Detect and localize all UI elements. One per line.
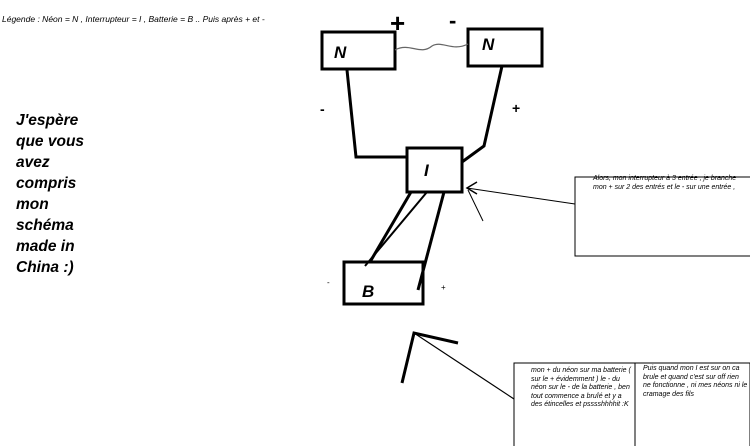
- legend: Légende : Néon = N , Interrupteur = I , …: [2, 14, 265, 24]
- neon-right-box: [466, 27, 544, 68]
- switch-arrow-shaft: [466, 187, 576, 205]
- wire-neon-right-switch: [461, 65, 504, 164]
- switch-arrow-shaft-2: [467, 189, 484, 222]
- neon-left-label: N: [334, 43, 347, 62]
- top-minus-sign: -: [449, 8, 457, 33]
- wire-switch-battery-2: [364, 191, 428, 267]
- right-plus-sign: +: [512, 100, 521, 116]
- switch-label: I: [424, 161, 429, 180]
- callout-switch-text: Alors, mon interrupteur à 3 entrée , je …: [593, 175, 737, 191]
- callout-bottom-box: [513, 362, 750, 446]
- switch-box: [405, 146, 464, 194]
- wire-switch-battery-3: [416, 191, 446, 291]
- top-plus-sign: +: [390, 8, 406, 38]
- battery-arrow-shaft: [413, 332, 515, 400]
- battery-right-sign: +: [441, 283, 446, 292]
- neon-right-label: N: [482, 35, 495, 54]
- battery-arrow-head: [400, 331, 459, 384]
- neon-link-wire: [394, 43, 469, 51]
- left-minus-sign: -: [320, 101, 325, 117]
- callout-switch-box: [574, 176, 750, 257]
- battery-label: B: [362, 282, 375, 301]
- author-note: J'espère que vous avez compris mon schém…: [16, 112, 85, 276]
- battery-left-sign: -: [327, 278, 330, 287]
- wire-neon-left-switch: [345, 69, 407, 159]
- neon-left-box: [320, 30, 397, 71]
- callout-bottom-left-text: mon + du néon sur ma batterie ( sur le +…: [531, 367, 631, 409]
- callout-bottom-right-text: Puis quand mon I est sur on ca brule et …: [643, 365, 748, 398]
- battery-box: [342, 260, 425, 306]
